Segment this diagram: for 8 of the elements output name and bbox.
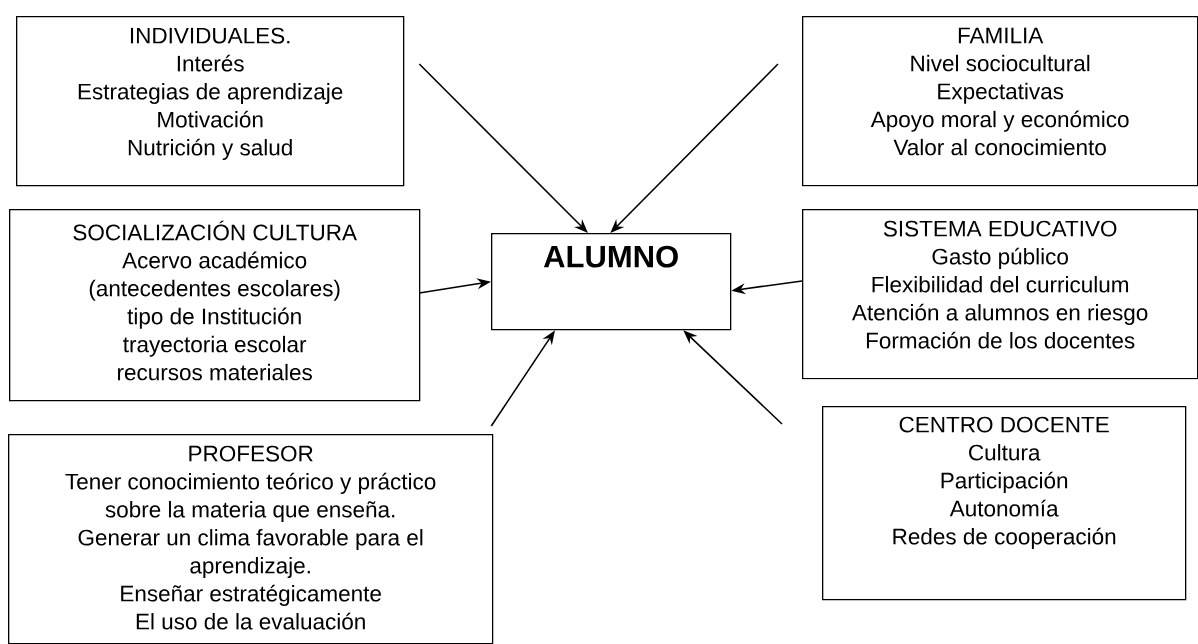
factor-box: CENTRO DOCENTE Cultura Participación Autonomía Redes de cooperación xyxy=(822,406,1187,601)
arrow xyxy=(418,63,588,233)
factor-box: FAMILIA Nivel sociocultural Expectativas Apoyo moral y económico Valor al conocimiento xyxy=(802,16,1198,187)
factor-box: SISTEMA EDUCATIVO Gasto público Flexibilidad del curriculum Atención a alumnos en riesgo Formación de los docentes xyxy=(802,209,1198,380)
factor-box: ALUMNO xyxy=(491,233,732,331)
factor-box: INDIVIDUALES. Interés Estrategias de aprendizaje Motivación Nutrición y salud xyxy=(16,16,405,187)
factor-box: SOCIALIZACIÓN CULTURA Acervo académico (antecedentes escolares) tipo de Institución trayectoria escolar recursos materiales xyxy=(9,209,421,402)
factor-box: PROFESOR Tener conocimiento teórico y práctico sobre la materia que enseña. Generar un clima favorable para el aprendizaje. Enseñar estratégicamente El uso de la evaluación xyxy=(8,434,494,644)
